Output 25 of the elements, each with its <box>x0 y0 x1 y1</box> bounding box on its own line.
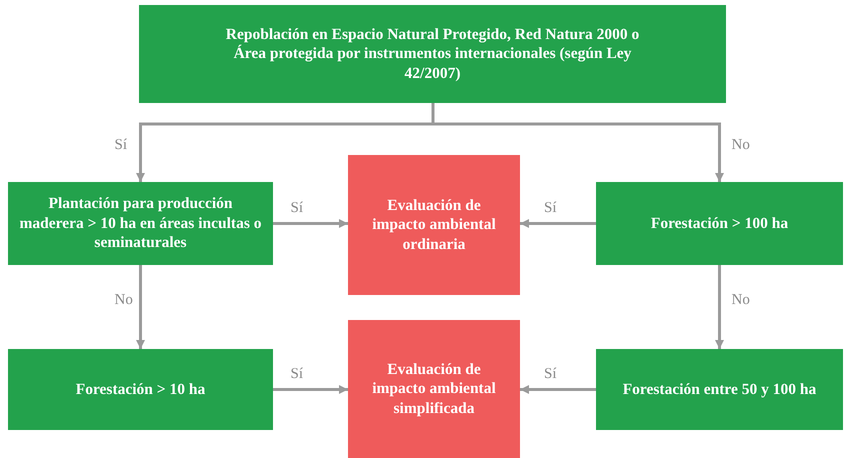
box-text: Evaluación de impacto ambiental ordinaria <box>371 196 497 254</box>
arrow <box>136 265 145 349</box>
box-text: Forestación > 10 ha <box>76 380 206 400</box>
result-box <box>348 155 520 295</box>
arrow <box>432 103 724 182</box>
box-text: Evaluación de impacto ambiental simplificada <box>371 360 497 418</box>
condition-box <box>139 5 726 103</box>
box-text: Repoblación en Espacio Natural Protegido, Red Natura 2000 o Área protegida por instrumentos internacionales (según Ley 42/2007) <box>224 24 640 84</box>
arrow <box>520 385 596 394</box>
edge-label: Sí <box>542 200 559 216</box>
arrow <box>273 385 348 394</box>
condition-box <box>596 182 843 265</box>
condition-box <box>8 349 273 430</box>
result-box <box>348 320 520 458</box>
edge-label: Sí <box>288 200 306 216</box>
box-text: Forestación > 100 ha <box>650 214 788 234</box>
arrow <box>715 265 724 349</box>
edge-label: Sí <box>542 366 559 382</box>
arrow <box>520 219 596 228</box>
condition-box <box>596 349 843 430</box>
condition-box <box>8 182 273 265</box>
box-text: Forestación entre 50 y 100 ha <box>622 380 816 400</box>
edge-label: Sí <box>288 366 306 382</box>
box-text: Plantación para producción maderera > 10 ha en áreas incultas o seminaturales <box>18 194 263 253</box>
arrow <box>273 219 348 228</box>
